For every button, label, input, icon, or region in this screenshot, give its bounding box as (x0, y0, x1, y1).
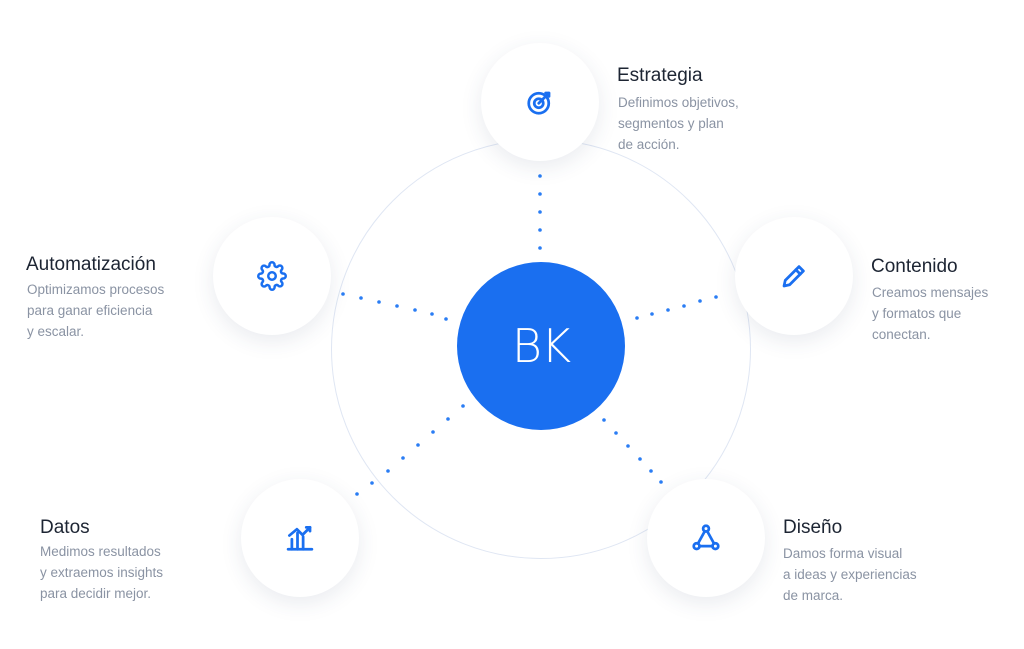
connector-dot (635, 316, 639, 320)
gear-icon (257, 261, 287, 291)
target-icon (527, 91, 551, 115)
connector-dot (416, 443, 420, 447)
node-contenido-description: Creamos mensajes y formatos que conectan… (872, 285, 989, 342)
connector-dot (370, 481, 374, 485)
node-contenido-title: Contenido (871, 256, 958, 277)
connector-dot (538, 192, 542, 196)
vector-triangle-icon (692, 524, 720, 551)
node-automatizacion-title: Automatización (26, 254, 156, 275)
connector-dot (377, 300, 381, 304)
connector-dot (359, 296, 363, 300)
node-diseno-title: Diseño (783, 517, 843, 538)
connector-dot (538, 174, 542, 178)
connector-dot (698, 299, 702, 303)
connector-dot (614, 431, 618, 435)
node-diseno[interactable] (647, 479, 765, 597)
connector-dot (682, 304, 686, 308)
node-contenido[interactable] (735, 217, 853, 335)
connector-dot (714, 295, 718, 299)
connector-dot (638, 457, 642, 461)
connector-dot (430, 312, 434, 316)
node-automatizacion-description: Optimizamos procesos para ganar eficienc… (27, 282, 165, 339)
pencil-icon (782, 265, 805, 288)
node-estrategia-title: Estrategia (617, 65, 703, 86)
connector-dot (444, 317, 448, 321)
connector-dot (538, 210, 542, 214)
node-estrategia-description: Definimos objetivos, segmentos y plan de… (618, 95, 739, 152)
connector-dot (602, 418, 606, 422)
connector-dot (413, 308, 417, 312)
connector-dot (538, 228, 542, 232)
connector-dot (649, 469, 653, 473)
connector-dot (431, 430, 435, 434)
connector-dot (626, 444, 630, 448)
connector-dot (401, 456, 405, 460)
node-datos-description: Medimos resultados y extraemos insights … (40, 544, 164, 601)
connector-dot (386, 469, 390, 473)
chart-icon (286, 526, 314, 551)
connector-dot (659, 480, 663, 484)
connector-dot (341, 292, 345, 296)
connector-dot (650, 312, 654, 316)
node-diseno-description: Damos forma visual a ideas y experiencia… (783, 546, 917, 603)
connector-dot (538, 246, 542, 250)
node-datos-title: Datos (40, 517, 90, 538)
connector-dot (666, 308, 670, 312)
connector-dot (461, 404, 465, 408)
connector-dot (395, 304, 399, 308)
node-automatizacion[interactable] (213, 217, 331, 335)
node-datos[interactable] (241, 479, 359, 597)
connector-dot (446, 417, 450, 421)
node-estrategia[interactable] (481, 43, 599, 161)
hub-label: BK (511, 319, 571, 373)
connector-dot (355, 492, 359, 496)
center-hub: BK (457, 262, 625, 430)
